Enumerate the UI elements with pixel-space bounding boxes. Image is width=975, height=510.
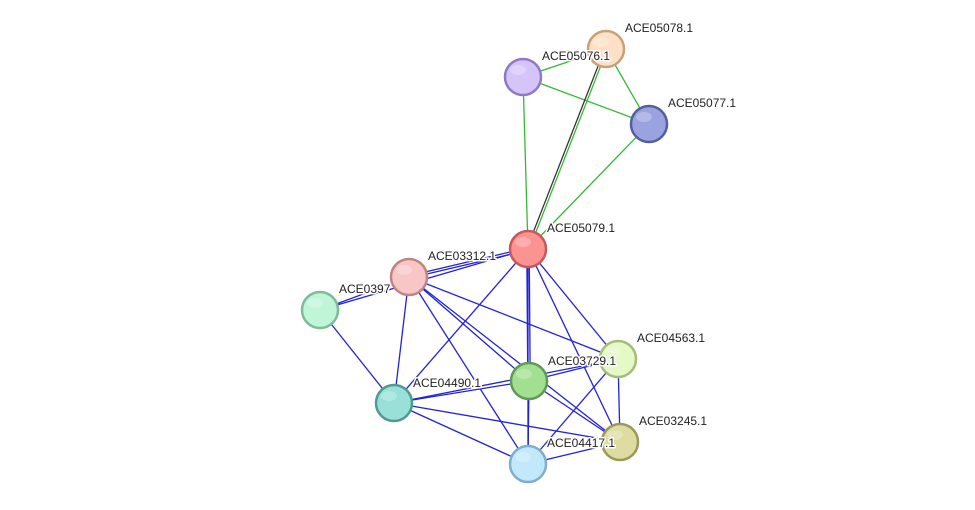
node-ACE03729[interactable]: ACE03729.1	[509, 353, 618, 401]
node-ACE03312[interactable]: ACE03312.1	[389, 248, 498, 297]
node-label: ACE03312.1	[428, 249, 496, 263]
node-highlight	[307, 298, 323, 308]
node-highlight	[593, 37, 609, 47]
edge-ACE04563-ACE04417-blue	[527, 358, 619, 465]
node-label: ACE04417.1	[547, 436, 615, 450]
edge-ACE05078-ACE05079-green	[528, 49, 608, 250]
node-label: ACE05077.1	[668, 96, 736, 110]
edge-ACE05076-ACE05079-green	[522, 76, 529, 250]
node-circle[interactable]	[374, 383, 414, 423]
edge-ACE05078-ACE05079-dark	[526, 48, 606, 249]
node-circle[interactable]	[503, 57, 543, 97]
node-ACE05076[interactable]: ACE05076.1	[503, 48, 612, 97]
node-circle[interactable]	[600, 422, 640, 462]
node-highlight	[510, 65, 526, 75]
node-label: ACE04563.1	[637, 331, 705, 345]
edge-ACE03312-ACE04417-blue	[408, 276, 529, 465]
node-circle[interactable]	[300, 290, 340, 330]
node-highlight	[636, 112, 652, 122]
node-highlight	[381, 391, 397, 401]
node-ACE05078[interactable]: ACE05078.1	[586, 20, 695, 69]
node-ACE04563[interactable]: ACE04563.1	[598, 330, 707, 379]
edge-ACE05076-ACE05077-green	[522, 76, 650, 125]
edge-ACE03312-ACE03245-blue	[408, 276, 621, 443]
edge-ACE05079-ACE03729-blue	[528, 248, 531, 381]
node-ACE05077[interactable]: ACE05077.1	[629, 95, 738, 144]
node-highlight	[605, 347, 621, 357]
node-ACE04490[interactable]: ACE04490.1	[374, 375, 483, 423]
nodes-layer: ACE05078.1ACE05076.1ACE05077.1ACE05079.1…	[300, 20, 738, 484]
edge-ACE04490-ACE04563-blue	[393, 358, 619, 404]
edge-ACE05077-ACE05079-green	[527, 123, 650, 250]
node-label: ACE03245.1	[639, 414, 707, 428]
node-ACE04417[interactable]: ACE04417.1	[508, 435, 617, 484]
node-highlight	[515, 237, 531, 247]
node-circle[interactable]	[509, 361, 549, 401]
node-circle[interactable]	[586, 29, 626, 69]
edge-ACE04490-ACE04417-blue	[393, 402, 529, 465]
node-highlight	[607, 430, 623, 440]
edge-ACE04490-ACE03245-blue	[393, 402, 621, 443]
node-circle[interactable]	[598, 339, 638, 379]
node-circle[interactable]	[508, 444, 548, 484]
node-label: ACE04490.1	[413, 376, 481, 390]
node-ACE05079[interactable]: ACE05079.1	[508, 220, 617, 269]
node-highlight	[516, 369, 532, 379]
edge-ACE03312-ACE04490-blue	[393, 276, 410, 404]
edge-ACE0397-ACE04490-blue	[319, 309, 395, 404]
node-label: ACE0397	[339, 282, 391, 296]
node-highlight	[396, 265, 412, 275]
node-ACE0397[interactable]: ACE0397	[300, 281, 392, 330]
edge-ACE05079-ACE04490-blue	[393, 248, 529, 404]
edge-ACE03729-ACE04490-blue	[393, 380, 530, 404]
node-label: ACE05076.1	[542, 49, 610, 63]
node-ACE03245[interactable]: ACE03245.1	[600, 413, 709, 462]
edge-ACE03312-ACE03729-blue	[408, 276, 530, 382]
edge-ACE03312-ACE04563-blue	[408, 276, 619, 360]
node-label: ACE05079.1	[547, 221, 615, 235]
node-highlight	[515, 452, 531, 462]
node-label: ACE05078.1	[625, 21, 693, 35]
node-circle[interactable]	[389, 257, 429, 297]
edge-ACE05079-ACE04563-blue	[527, 248, 619, 360]
edge-ACE05079-ACE03245-blue	[527, 248, 621, 443]
edge-ACE05079-ACE03312-blue	[408, 247, 528, 277]
node-label: ACE03729.1	[548, 354, 616, 368]
node-circle[interactable]	[508, 229, 548, 269]
node-circle[interactable]	[629, 104, 669, 144]
